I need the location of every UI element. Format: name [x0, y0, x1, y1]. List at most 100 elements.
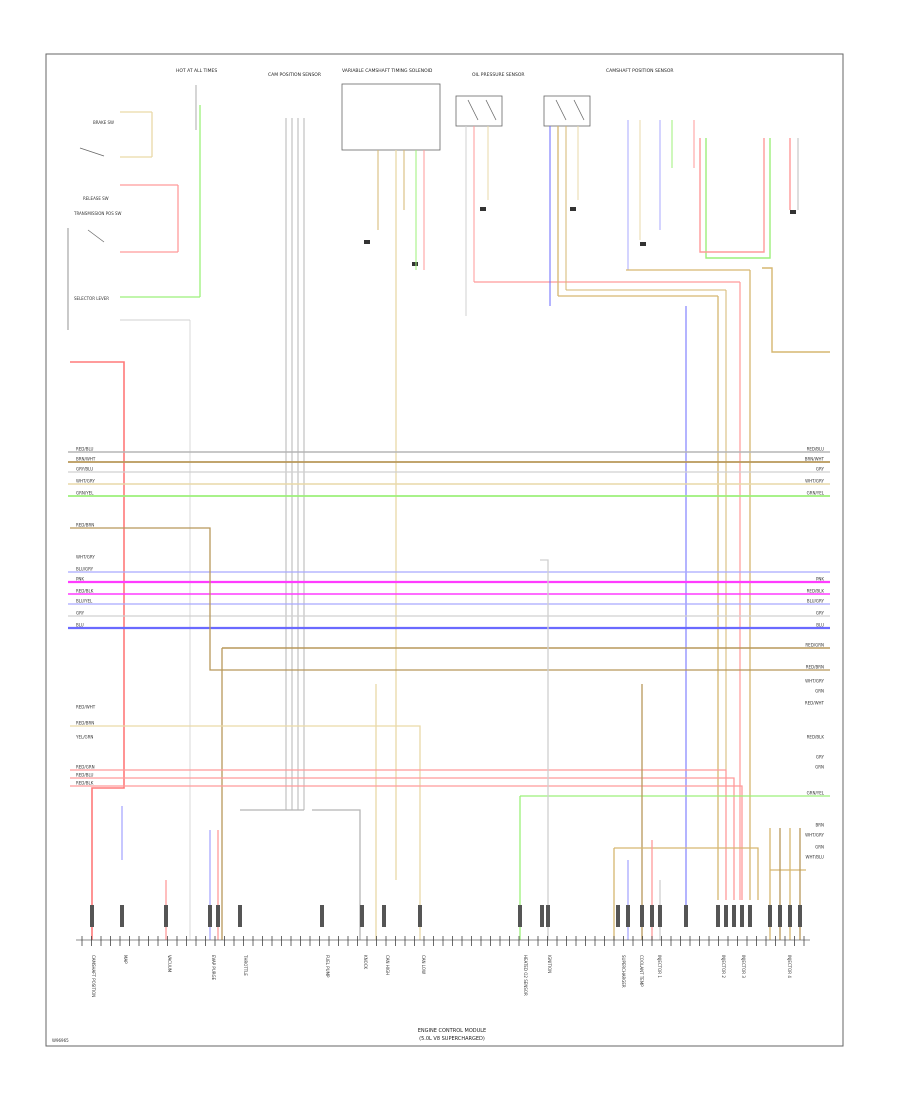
pin-label: INJECTOR 2	[721, 955, 726, 978]
wire-tag-left: RED/BLK	[76, 781, 94, 786]
pin-label: SUPERCHARGER	[621, 955, 626, 988]
cam-position-sensor-box	[341, 83, 591, 151]
wire-tag-left: RED/BRN	[76, 721, 94, 726]
wire-tag-right: GRY	[816, 467, 825, 472]
wire-tag-right: GRN/YEL	[807, 791, 825, 796]
selector-lever-label: SELECTOR LEVER	[74, 296, 109, 301]
pin-label: CAN LOW	[421, 955, 426, 974]
pin-connector	[658, 905, 662, 927]
wire-tag-right: RED/BLK	[807, 589, 825, 594]
pin-connector	[740, 905, 744, 927]
wire-tag-right: RED/BLU	[807, 447, 825, 452]
wire-tag-right: GRN	[815, 689, 824, 694]
left-wire-tags: RED/BLUBRN/WHTGRY/BLUWHT/GRYGRN/YELRED/B…	[75, 447, 96, 786]
pin-connector	[640, 905, 644, 927]
pin-connector	[216, 905, 220, 927]
pin-label: EVAP PURGE	[211, 955, 216, 981]
wire-tag-right: RED/GRN	[805, 643, 824, 648]
pin-label: KNOCK	[363, 955, 368, 970]
brake-switch-label: BRAKE SW	[93, 120, 114, 125]
wire-tag-right: WHT/BLU	[806, 855, 825, 860]
pin-connector	[626, 905, 630, 927]
pin-connector	[768, 905, 772, 927]
pin-label: MAP	[123, 955, 128, 964]
wire-tag-left: PNK	[76, 577, 84, 582]
pin-connector	[90, 905, 94, 927]
wire-tag-right: BLU	[816, 623, 824, 628]
pin-connector	[778, 905, 782, 927]
vct-solenoid-label: VARIABLE CAMSHAFT TIMING SOLENOID	[342, 68, 433, 74]
pin-connector	[320, 905, 324, 927]
wire-tag-right: BRN	[815, 823, 824, 828]
wire-tag-left: RED/GRN	[76, 765, 95, 770]
wire-tag-right: WHT/GRY	[805, 833, 824, 838]
pin-connector	[238, 905, 242, 927]
pin-connector	[724, 905, 728, 927]
pin-connector	[616, 905, 620, 927]
wire-tag-right: GRY	[816, 755, 825, 760]
wire-tag-right: BRN/WHT	[805, 457, 825, 462]
wire-tag-left: GRN/YEL	[76, 491, 94, 496]
pin-connector	[382, 905, 386, 927]
oil-pressure-sensor-label: OIL PRESSURE SENSOR	[472, 72, 525, 78]
pin-connector	[120, 905, 124, 927]
wire-tag-left: GRY	[76, 611, 85, 616]
wire-tag-left: RED/BLU	[76, 773, 94, 778]
pin-label: CAN HIGH	[385, 955, 390, 975]
wire-tag-left: RED/WHT	[76, 705, 96, 710]
ground-symbols	[364, 207, 796, 266]
wire-tag-right: RED/BRN	[806, 665, 824, 670]
pin-connector	[684, 905, 688, 927]
pin-connector	[518, 905, 522, 927]
wire-tag-right: GRN	[815, 845, 824, 850]
pin-label: COOLANT TEMP	[639, 955, 644, 987]
left-red-wire	[70, 361, 125, 940]
middle-routing-wires	[70, 527, 830, 940]
wire-tag-right: WHT/GRY	[805, 679, 824, 684]
brake-switch-cluster	[67, 85, 201, 940]
diagram-frame	[45, 53, 844, 1047]
wire-tag-left: RED/BRN	[76, 523, 94, 528]
pin-connector	[798, 905, 802, 927]
pin-label: FUEL PUMP	[325, 955, 330, 978]
pin-connector	[164, 905, 168, 927]
module-pin-labels: CAMSHAFT POSITION MAP VACUUM EVAP PURGE THRO…	[91, 954, 792, 997]
transmission-switch-label: TRANSMISSION POS SW	[73, 211, 122, 216]
pin-connector	[732, 905, 736, 927]
pin-connector	[418, 905, 422, 927]
wire-tag-right: GRY	[816, 611, 825, 616]
wire-tag-left: BLU/GRY	[76, 567, 94, 572]
wire-tag-left: RED/BLK	[76, 589, 94, 594]
pin-connector	[360, 905, 364, 927]
pin-connector	[748, 905, 752, 927]
wire-tag-right: WHT/GRY	[805, 479, 824, 484]
camshaft-position-sensor-label: CAMSHAFT POSITION SENSOR	[606, 68, 674, 74]
diagram-footer-id: W96965	[52, 1038, 69, 1043]
wire-tag-right: GRN	[815, 765, 824, 770]
right-sensor-loop	[699, 138, 830, 353]
vertical-wires-top	[285, 118, 751, 920]
module-title-line-1: ENGINE CONTROL MODULE	[418, 1028, 486, 1034]
pin-label: HEATED O2 SENSOR	[523, 955, 528, 996]
wire-tag-left: BLU	[76, 623, 84, 628]
pin-label: INJECTOR 3	[741, 955, 746, 978]
wire-tag-right: RED/BLK	[807, 735, 825, 740]
pin-connector	[650, 905, 654, 927]
wire-tag-left: WHT/GRY	[76, 555, 95, 560]
pin-connector	[716, 905, 720, 927]
wire-tag-right: BLU/GRY	[807, 599, 825, 604]
horizontal-bus-wires	[68, 451, 830, 630]
wire-tag-right: GRN/YEL	[807, 491, 825, 496]
wire-tag-left: RED/BLU	[76, 447, 94, 452]
wire-tag-right: RED/WHT	[805, 701, 825, 706]
pin-label: VACUUM	[167, 955, 172, 973]
pin-label: CAMSHAFT POSITION	[91, 955, 96, 997]
module-title-line-2: (5.0L V8 SUPERCHARGED)	[419, 1036, 485, 1042]
release-switch-label: RELEASE SW	[83, 196, 109, 201]
pin-connector	[540, 905, 544, 927]
wire-tag-left: BLU/YEL	[76, 599, 93, 604]
pin-label: THROTTLE	[243, 954, 248, 976]
module-pins	[81, 905, 805, 946]
